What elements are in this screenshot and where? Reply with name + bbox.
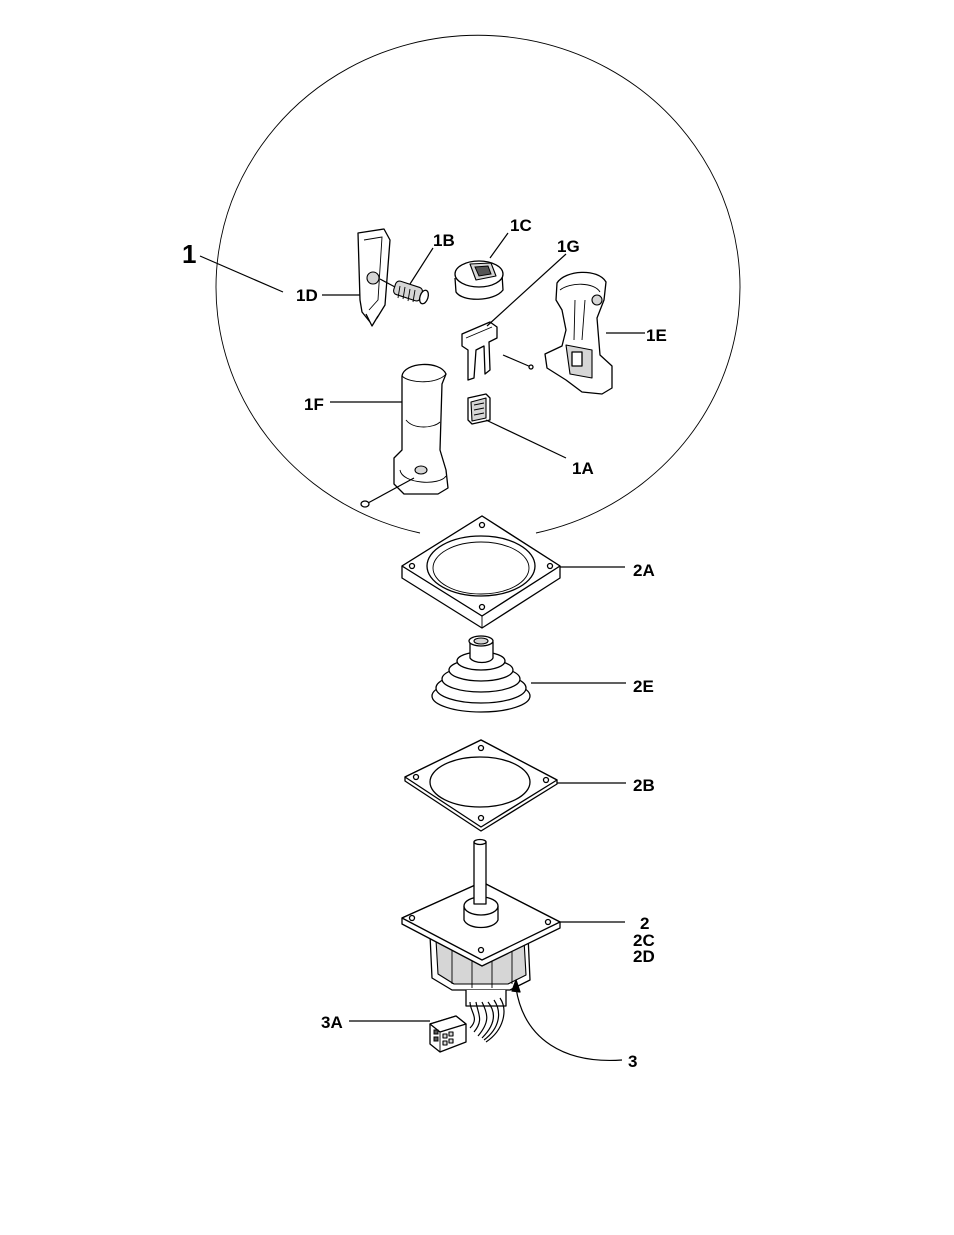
callout-1: 1 <box>182 239 196 269</box>
part-1f-housing-half <box>394 364 448 494</box>
leader-1c <box>490 233 508 258</box>
callout-1d: 1D <box>296 286 318 305</box>
leader-1b <box>410 248 433 284</box>
callout-1c: 1C <box>510 216 532 235</box>
part-2-joystick-base <box>402 840 560 1007</box>
callout-2e: 2E <box>633 677 654 696</box>
callout-1g: 1G <box>557 237 580 256</box>
leader-1a <box>486 420 566 458</box>
leader-3 <box>516 988 622 1060</box>
leader-1 <box>200 256 283 292</box>
callout-1b: 1B <box>433 231 455 250</box>
callout-3a: 3A <box>321 1013 343 1032</box>
part-1g-clip <box>462 322 533 380</box>
part-1b-threaded-pin <box>380 279 430 305</box>
callout-2b: 2B <box>633 776 655 795</box>
callout-1f: 1F <box>304 395 324 414</box>
callout-2a: 2A <box>633 561 655 580</box>
callout-1e: 1E <box>646 326 667 345</box>
part-2b-gasket <box>405 740 557 831</box>
part-2e-rubber-boot <box>432 636 530 712</box>
callout-2d: 2D <box>633 947 655 966</box>
part-1a-connector-block <box>468 394 490 424</box>
part-1c-knob-cap <box>455 261 503 299</box>
callout-3: 3 <box>628 1052 637 1071</box>
part-3a-connector <box>430 1016 466 1052</box>
part-1e-housing-half <box>545 272 612 394</box>
callout-1a: 1A <box>572 459 594 478</box>
part-1d-handle-plate <box>358 229 390 326</box>
